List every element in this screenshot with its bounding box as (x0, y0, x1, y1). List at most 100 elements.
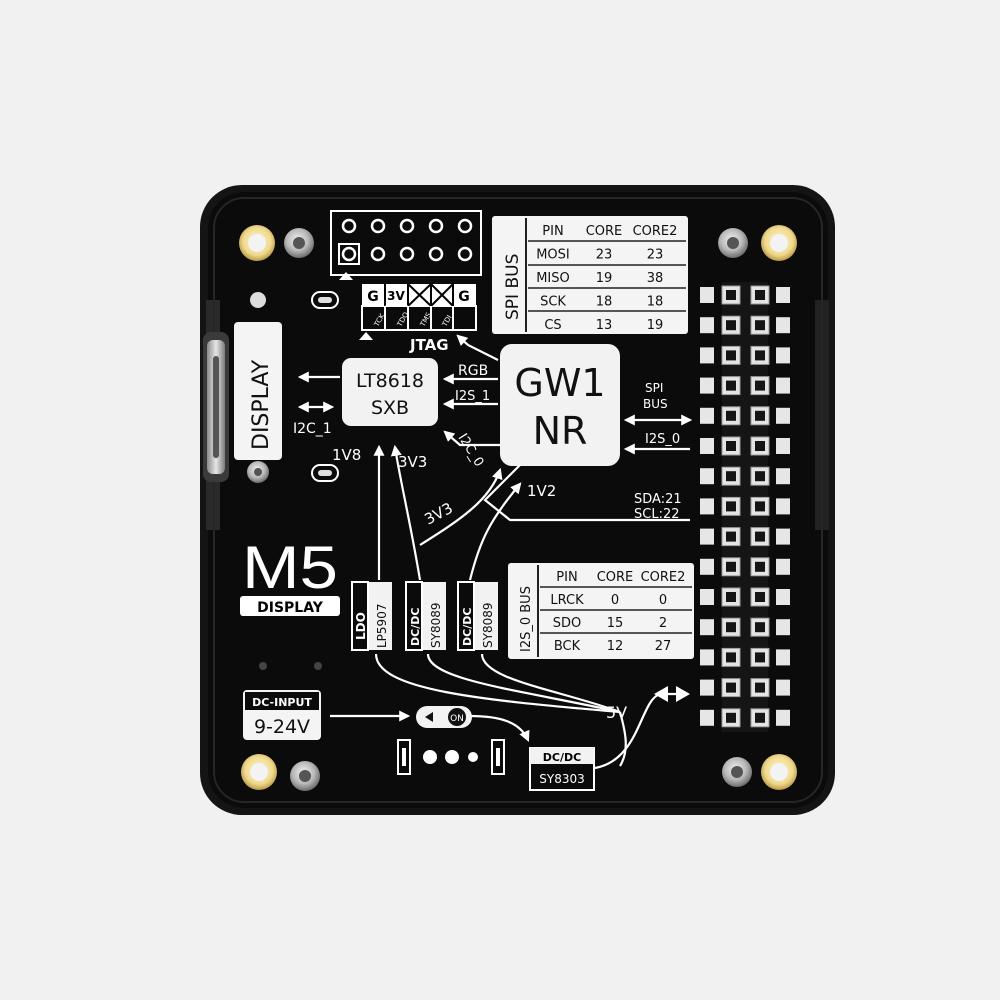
spi-table-header-cell: PIN (542, 224, 563, 239)
spi-table-header-cell: CORE (586, 224, 623, 239)
dcdc2-type: DC/DC (461, 608, 474, 646)
power-switch: ON (416, 706, 472, 728)
scl-label: SCL:22 (634, 507, 680, 522)
i2s-table-cell: 12 (607, 639, 624, 654)
display-label: DISPLAY (249, 359, 274, 450)
header-pin (776, 649, 790, 666)
spi-table-cell: SCK (540, 295, 566, 310)
switch-on-label: ON (450, 714, 464, 724)
header-pin (776, 438, 790, 454)
header-pin (700, 377, 714, 394)
signal-traces (297, 334, 693, 770)
jtag-label: JTAG (409, 336, 449, 354)
brand-mark: M5 (242, 534, 338, 601)
spi-table-cell: 23 (596, 248, 613, 263)
header-pin (776, 407, 790, 424)
regulator-dcdc-1: DC/DC SY8089 (405, 581, 446, 651)
i2s-table-header-cell: CORE (597, 570, 634, 585)
jtag-header-pin (399, 218, 415, 234)
header-pin (776, 498, 790, 515)
i2s-table-cell: 2 (659, 616, 667, 631)
gw1nr-name: GW1 (514, 361, 605, 405)
header-pin (776, 558, 790, 575)
buck-converter-label: DC/DC SY8303 (529, 747, 595, 791)
screw-icon (722, 757, 752, 787)
jtag-header-pin (428, 218, 444, 234)
jtag-pin-g2: G (458, 289, 470, 305)
header-pin (700, 528, 714, 545)
header-pin (776, 679, 790, 696)
header-pin (700, 468, 714, 485)
m5-logo: M5 DISPLAY (240, 534, 340, 616)
header-pin (700, 287, 714, 303)
dc-input-range: 9-24V (254, 716, 310, 738)
i2s-table-cell: 0 (659, 593, 667, 608)
jtag-header-pin (428, 246, 444, 262)
header-pin (700, 589, 714, 605)
spi-table-cell: 18 (596, 295, 613, 310)
spi-table-cell: 19 (596, 271, 613, 286)
header-pin (776, 528, 790, 545)
i2s1-label: I2S_1 (455, 389, 490, 404)
dcdc2-part: SY8089 (481, 603, 495, 649)
i2s0-label: I2S_0 (645, 432, 680, 447)
i2s-table-cell: LRCK (550, 593, 584, 608)
lt8618-chip: LT8618 SXB (342, 358, 438, 426)
jtag-header-pin (399, 246, 415, 262)
i2s-table-cell: 0 (611, 593, 619, 608)
ldo-type: LDO (354, 612, 368, 640)
jtag-header-pin (341, 246, 357, 262)
led-pads (259, 291, 339, 670)
display-side-label: DISPLAY (234, 322, 282, 460)
spi-table-cell: 13 (596, 318, 613, 333)
gw1nr-fpga-chip: GW1 NR (500, 344, 620, 466)
spi-table-cell: 18 (647, 295, 664, 310)
header-pin (700, 438, 714, 454)
header-pin (700, 709, 714, 726)
header-pin (700, 347, 714, 364)
spi-table-cell: 38 (647, 271, 664, 286)
header-pin (776, 468, 790, 485)
screw-icon (718, 228, 748, 258)
regulator-ldo: LDO LP5907 (351, 581, 392, 651)
dc-jack-markings (397, 739, 505, 775)
spi-bus-title: SPI BUS (503, 254, 523, 320)
regulator-dcdc-2: DC/DC SY8089 (457, 581, 498, 651)
header-pin (700, 317, 714, 334)
5v-label: 5V (606, 703, 627, 722)
dcdc1-type: DC/DC (409, 608, 422, 646)
buck-type: DC/DC (543, 751, 581, 764)
mounting-holes (239, 225, 797, 791)
product-name: DISPLAY (257, 600, 324, 616)
buck-part: SY8303 (539, 772, 585, 786)
dc-input-title: DC-INPUT (252, 696, 312, 709)
header-pin (700, 649, 714, 666)
gpio-pin-header (700, 282, 790, 732)
5v-connector-arrow (654, 686, 690, 702)
header-pin (700, 498, 714, 515)
gw1nr-suffix: NR (533, 409, 588, 453)
i2s-bus-table: I2S_0 BUS (508, 563, 694, 659)
i2s-table-cell: BCK (554, 639, 581, 654)
1v8-label: 1V8 (332, 446, 361, 464)
usb-c-port (203, 332, 229, 482)
header-pin (776, 317, 790, 334)
i2s-bus-title: I2S_0 BUS (519, 586, 534, 652)
jtag-header (330, 210, 482, 280)
header-pin (776, 377, 790, 394)
lt8618-name: LT8618 (356, 370, 424, 392)
jtag-header-pin (457, 218, 473, 234)
jtag-label-row: G 3V G TCK TDO TMS TDI JTAG (359, 283, 477, 354)
header-pin (700, 407, 714, 424)
i2s-table-header-cell: PIN (556, 570, 577, 585)
3v3-label-top: 3V3 (398, 453, 427, 471)
lt8618-suffix: SXB (371, 397, 409, 419)
jtag-pin-3v: 3V (387, 289, 405, 303)
spi-bus-table: SPI BUS (492, 216, 688, 334)
dc-input-label: DC-INPUT 9-24V (243, 690, 321, 740)
screw-icon (284, 228, 314, 258)
i2s-table-header-cell: CORE2 (641, 570, 686, 585)
header-pin (776, 347, 790, 364)
spi-table-cell: 23 (647, 248, 664, 263)
